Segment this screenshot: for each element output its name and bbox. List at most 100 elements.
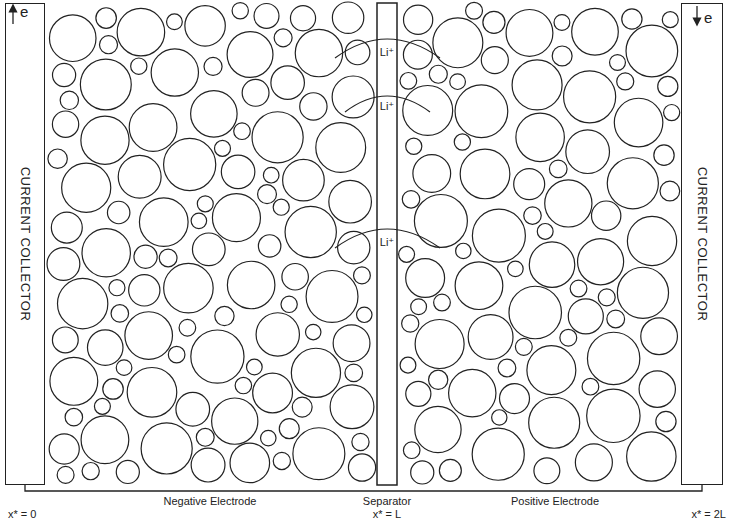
active-particle [607,310,625,328]
active-particle [549,160,567,178]
active-particle [406,381,431,406]
active-particle [242,79,269,106]
active-particle [439,459,461,481]
electron-arrow [12,8,13,24]
active-particle [273,452,290,469]
active-particle [434,294,451,311]
active-particle [50,357,98,405]
active-particle [400,357,416,373]
active-particle [118,155,161,198]
active-particle [429,370,448,389]
active-particle [285,206,336,257]
active-particle [300,93,327,120]
active-particle [141,423,192,474]
active-particle [572,8,619,55]
active-particle [664,104,680,120]
region-label: Positive Electrode [511,495,599,508]
active-particle [406,259,445,298]
active-particle [568,299,603,334]
active-particle [127,367,177,417]
active-particle [352,433,369,450]
active-particle [354,267,371,284]
active-particle [256,313,299,356]
active-particle [415,320,464,369]
active-particle [345,40,370,65]
active-particle [57,278,107,328]
active-particle [481,47,508,74]
active-particle [506,10,553,57]
ion-label: Li⁺ [379,46,395,59]
active-particle [552,46,572,66]
active-particle [129,104,177,152]
active-particle [332,2,363,33]
active-particle [534,458,560,484]
active-particle [87,330,123,366]
active-particle [617,73,634,90]
active-particle [527,346,576,395]
active-particle [116,360,132,376]
active-particle [545,180,592,227]
active-particle [117,8,165,56]
active-particle [179,319,196,336]
active-particle [197,196,213,212]
electron-arrow [696,6,697,22]
active-particle [403,40,432,69]
active-particle [282,263,308,289]
active-particle [413,155,451,193]
active-particle [227,261,275,309]
active-particle [111,305,129,323]
active-particle [281,296,297,312]
active-particle [617,267,668,318]
active-particle [125,312,173,360]
active-particle [654,145,674,165]
active-particle [295,29,342,76]
active-particle [509,286,562,339]
active-particle [164,138,216,190]
active-particle [660,181,680,201]
particle-group [47,2,680,484]
collector-label: CURRENT COLLECTOR [695,167,710,322]
active-particle [252,112,303,163]
active-particle [129,275,160,306]
current-collector: CURRENT COLLECTOR [5,3,45,485]
active-particle [515,338,532,355]
active-particle [52,63,75,86]
active-particle [468,315,513,360]
active-particle [598,289,615,306]
active-particle [48,149,67,168]
active-particle [454,134,470,150]
active-particle [62,163,111,212]
active-particle [52,111,78,137]
active-particle [587,332,639,384]
active-particle [627,216,676,265]
active-particle [305,324,320,339]
active-particle [80,59,131,110]
active-particle [99,36,117,54]
active-particle [483,11,505,33]
active-particle [402,315,419,332]
active-particle [658,76,678,96]
active-particle [524,207,542,225]
active-particle [139,198,188,247]
active-particle [456,243,471,258]
active-particle [403,442,420,459]
active-particle [516,113,564,161]
active-particle [81,416,129,464]
active-particle [191,91,238,138]
active-particle [292,397,312,417]
active-particle [235,377,251,393]
active-particle [151,49,198,96]
active-particle [332,76,374,118]
active-particle [263,167,279,183]
active-particle [406,138,422,154]
active-particle [415,406,461,452]
active-particle [333,325,370,362]
active-particle [570,280,587,297]
active-particle [607,158,658,209]
active-particle [560,329,577,346]
active-particle [429,65,447,83]
active-particle [656,411,676,431]
active-particle [159,249,177,267]
